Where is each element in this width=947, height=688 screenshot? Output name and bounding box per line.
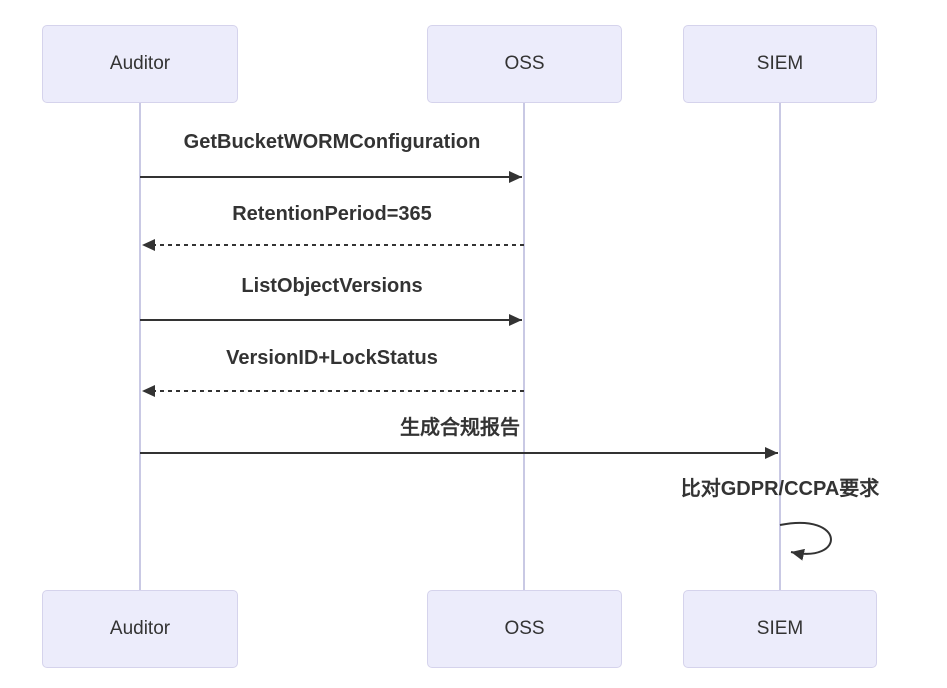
actor-label-auditor: Auditor bbox=[109, 618, 171, 639]
actor-bottom-oss: OSS bbox=[427, 590, 622, 668]
message-label-versionid-lockstatus: VersionID+LockStatus bbox=[226, 347, 438, 369]
actor-top-siem: SIEM bbox=[683, 25, 877, 103]
message-label-compare-gdpr-ccpa: 比对GDPR/CCPA要求 bbox=[680, 478, 880, 500]
actor-label-siem: SIEM bbox=[756, 618, 804, 639]
actor-top-auditor: Auditor bbox=[42, 25, 238, 103]
actor-label-oss: OSS bbox=[504, 53, 545, 74]
self-loop-arrow bbox=[779, 522, 832, 561]
actor-bottom-siem: SIEM bbox=[683, 590, 877, 668]
actor-bottom-auditor: Auditor bbox=[42, 590, 238, 668]
message-label-listobjectversions: ListObjectVersions bbox=[241, 275, 423, 297]
actor-label-auditor: Auditor bbox=[109, 53, 171, 74]
actor-label-siem: SIEM bbox=[756, 53, 804, 74]
actor-top-oss: OSS bbox=[427, 25, 622, 103]
message-label-retentionperiod: RetentionPeriod=365 bbox=[232, 203, 432, 225]
message-label-getbucketwormconfiguration: GetBucketWORMConfiguration bbox=[183, 131, 481, 153]
actor-label-oss: OSS bbox=[504, 618, 545, 639]
message-label-generate-compliance-report: 生成合规报告 bbox=[400, 417, 520, 439]
